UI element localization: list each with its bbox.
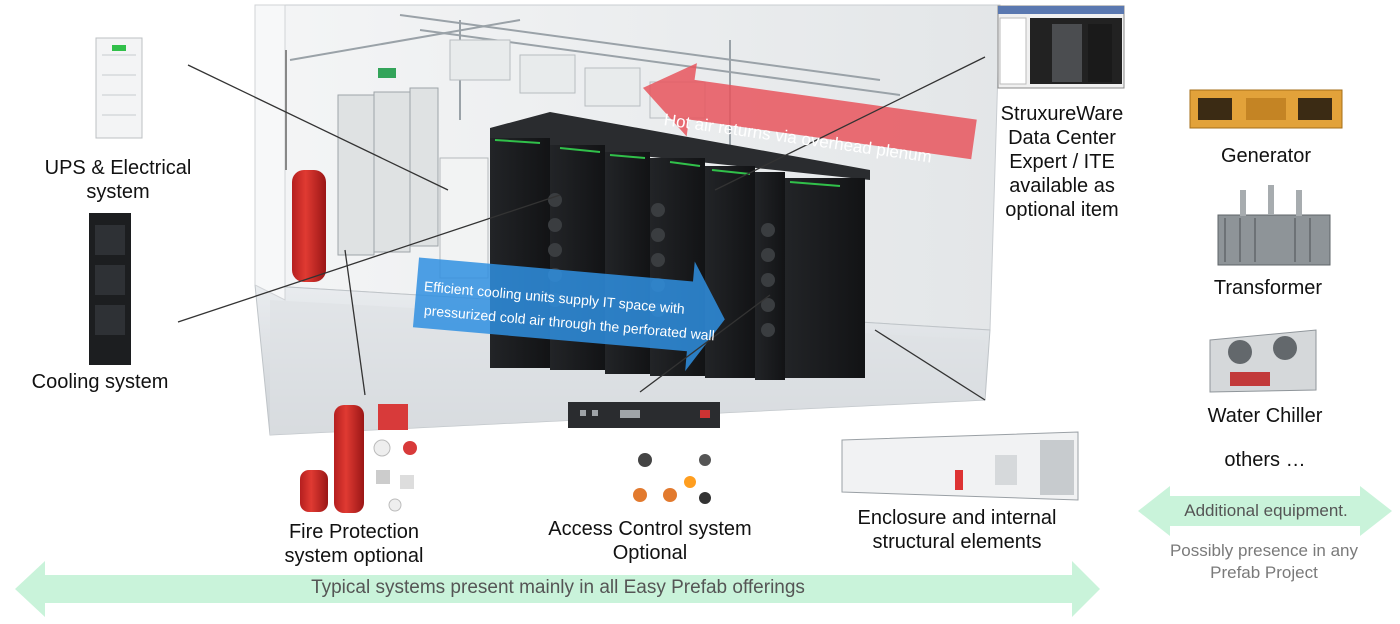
fire-protection-label: Fire Protection system optional [284, 521, 424, 567]
chiller-image [1209, 329, 1317, 393]
fire-protection-image [300, 404, 417, 513]
additional-equipment-banner [1138, 486, 1392, 536]
transformer-label: Transformer [1213, 277, 1323, 299]
enclosure-label: Enclosure and internal structural elemen… [857, 507, 1057, 553]
cool-air-arrow [412, 257, 725, 372]
access-control-label: Access Control system Optional [548, 518, 752, 564]
struxureware-label: StruxureWare Data Center Expert / ITE av… [1000, 103, 1124, 221]
generator-label: Generator [1220, 145, 1312, 167]
leader-lines [177, 56, 986, 401]
access-control-image [568, 402, 720, 504]
generator-image [1189, 89, 1343, 129]
prefab-container-illustration [254, 4, 1001, 436]
cooling-unit-image [89, 213, 131, 365]
ups-label: UPS & Electrical system [44, 157, 192, 203]
chiller-label: Water Chiller [1207, 405, 1323, 427]
enclosure-image [841, 431, 1079, 501]
typical-systems-text: Typical systems present mainly in all Ea… [311, 577, 805, 598]
cooling-label: Cooling system [31, 371, 169, 393]
hot-air-arrow [642, 63, 977, 160]
struxureware-screenshot [997, 5, 1125, 89]
transformer-image [1217, 185, 1331, 266]
ups-image [95, 37, 143, 139]
typical-systems-banner [15, 561, 1100, 617]
others-label: others … [1224, 449, 1306, 471]
additional-equipment-text: Additional equipment. [1184, 501, 1348, 520]
possibly-presence-text: Possibly presence in any Prefab Project [1169, 541, 1359, 582]
